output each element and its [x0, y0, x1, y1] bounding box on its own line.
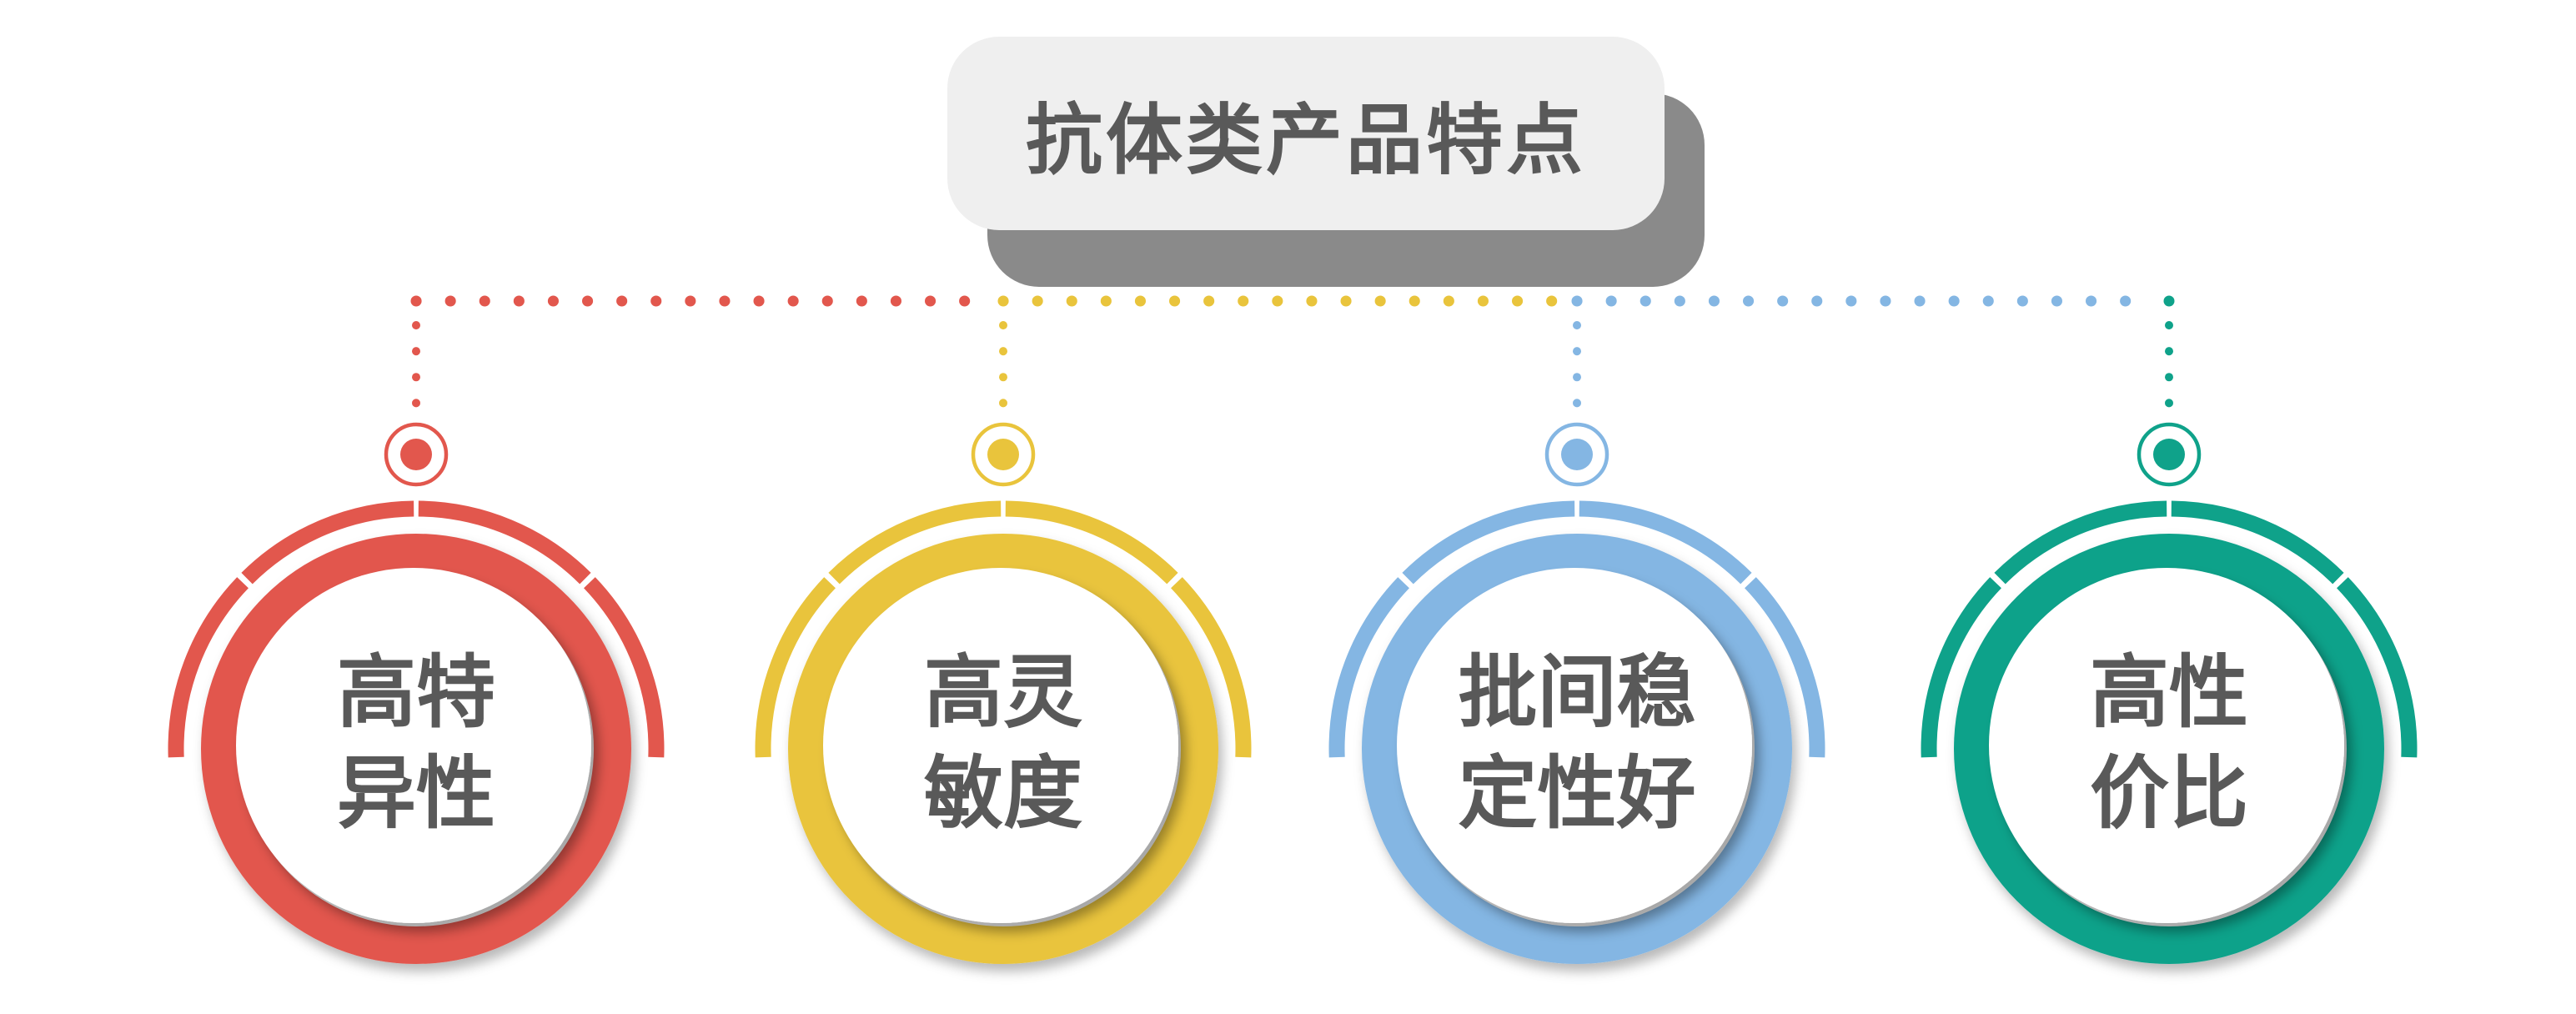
- node-label-line: 高灵: [923, 649, 1082, 737]
- title-box: 抗体类产品特点: [947, 37, 1665, 230]
- node-high-sensitivity: [755, 321, 1252, 964]
- outer-arc-segment: [1171, 577, 1252, 758]
- node-label-cost-effectiveness: 高性 价比: [1952, 643, 2386, 845]
- outer-arc-segment: [1921, 577, 2001, 758]
- node-label-batch-stability: 批间稳 定性好: [1360, 643, 1794, 845]
- outer-arc-segment: [1579, 500, 1752, 585]
- node-label-line: 敏度: [923, 750, 1082, 838]
- node-label-line: 异性: [336, 750, 495, 838]
- main-ring: [1362, 534, 1792, 964]
- outer-arc-segment: [1005, 500, 1178, 585]
- outer-arc-segment: [1402, 500, 1575, 585]
- junction-dot: [2153, 439, 2185, 470]
- node-label-line: 批间稳: [1458, 649, 1696, 737]
- rail-corner-dot-teal: [2163, 295, 2175, 307]
- outer-arc-segment: [241, 500, 414, 585]
- inner-white-circle: [236, 568, 591, 923]
- node-label-line: 价比: [2089, 750, 2248, 838]
- outer-arc-segment: [584, 577, 665, 758]
- page-title: 抗体类产品特点: [1025, 98, 1586, 183]
- outer-arc-segment: [755, 577, 836, 758]
- inner-white-circle: [823, 568, 1178, 923]
- outer-arc-segment: [1994, 500, 2167, 585]
- outer-arc-segment: [1745, 577, 1825, 758]
- junction-dot: [400, 439, 432, 470]
- outer-arc-segment: [2171, 500, 2344, 585]
- node-batch-stability: [1328, 321, 1825, 964]
- inner-white-circle: [1397, 568, 1752, 923]
- inner-white-circle: [1989, 568, 2344, 923]
- outer-arc-segment: [418, 500, 591, 585]
- node-label-line: 高性: [2089, 649, 2248, 737]
- junction-dot: [1561, 439, 1593, 470]
- main-ring: [201, 534, 631, 964]
- outer-arc-segment: [828, 500, 1002, 585]
- node-cost-effectiveness: [1921, 321, 2418, 964]
- node-label-high-sensitivity: 高灵 敏度: [786, 643, 1220, 845]
- main-ring: [1954, 534, 2384, 964]
- node-label-line: 定性好: [1458, 750, 1696, 838]
- node-high-specificity: [168, 321, 665, 964]
- main-ring: [788, 534, 1218, 964]
- junction-dot: [987, 439, 1019, 470]
- outer-arc-segment: [168, 577, 249, 758]
- outer-arc-segment: [1328, 577, 1409, 758]
- node-label-high-specificity: 高特 异性: [199, 643, 633, 845]
- node-label-line: 高特: [336, 649, 495, 737]
- outer-arc-segment: [2337, 577, 2418, 758]
